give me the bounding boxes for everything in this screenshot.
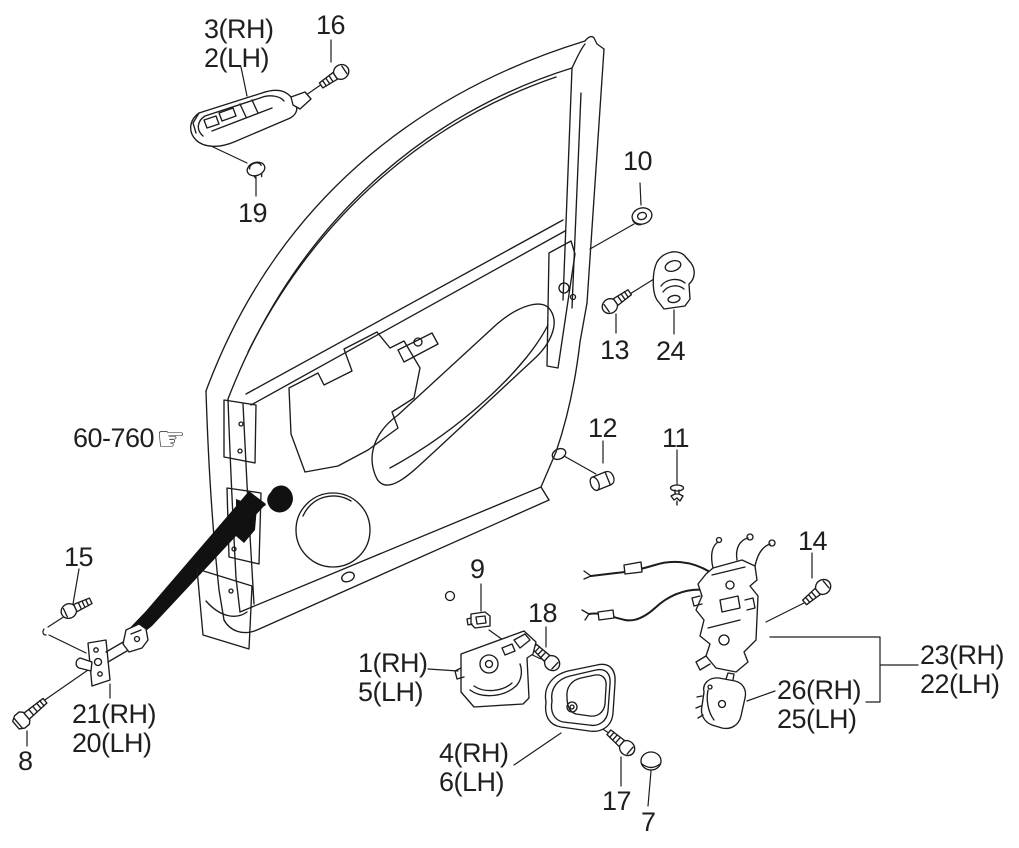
callout-7: 7 <box>641 807 656 837</box>
part-cap-7 <box>640 751 662 771</box>
part-handle-bezel <box>544 663 616 733</box>
part-clip-9 <box>466 611 491 629</box>
part-screw-16 <box>316 60 353 93</box>
pointing-hand-icon: ☞ <box>156 418 186 458</box>
callout-line: 26(RH) <box>777 675 862 705</box>
callout-inside-handle: 1(RH) 5(LH) <box>358 649 428 707</box>
callout-11: 11 <box>662 423 690 453</box>
callout-line: 23(RH) <box>920 640 1005 670</box>
callout-line: 5(LH) <box>358 677 424 707</box>
callout-24: 24 <box>656 336 686 366</box>
part-grommet-10 <box>631 207 653 226</box>
callout-lock-actuator: 26(RH) 25(LH) <box>777 675 862 734</box>
part-inside-handle <box>454 630 537 708</box>
callout-latch-assembly: 23(RH) 22(LH) <box>920 640 1005 699</box>
part-clip-11 <box>669 484 685 506</box>
callout-13: 13 <box>600 335 630 365</box>
callout-door-checker: 21(RH) 20(LH) <box>72 699 157 758</box>
callout-9: 9 <box>470 554 485 584</box>
part-door-checker <box>75 623 149 687</box>
callout-18: 18 <box>528 598 558 628</box>
callout-19: 19 <box>238 198 268 228</box>
part-bolt-8 <box>10 693 51 732</box>
callout-8: 8 <box>18 746 33 776</box>
ref-code: 60-760 <box>73 423 155 453</box>
callout-handle-bezel: 4(RH) 6(LH) <box>439 739 509 797</box>
part-lock-actuator <box>695 672 747 730</box>
callout-outside-handle: 3(RH) 2(LH) <box>204 15 274 73</box>
callout-line: 6(LH) <box>439 767 505 797</box>
leader-lines <box>26 39 919 807</box>
callout-line: 4(RH) <box>439 738 509 768</box>
part-grommet-19 <box>246 161 266 180</box>
part-plug-12 <box>589 470 615 492</box>
part-outside-handle <box>190 89 312 147</box>
callout-15: 15 <box>64 542 94 572</box>
part-bolt-13 <box>598 285 635 318</box>
part-striker-24 <box>652 251 695 310</box>
callout-line: 3(RH) <box>204 14 274 44</box>
callout-10: 10 <box>623 146 653 176</box>
callout-line: 1(RH) <box>358 648 428 678</box>
callout-16: 16 <box>316 10 346 40</box>
part-screw-15 <box>58 593 95 622</box>
part-screw-17 <box>603 726 639 760</box>
part-screw-14 <box>799 575 835 609</box>
door-shell <box>125 35 605 650</box>
part-latch-assembly <box>581 533 776 673</box>
callout-14: 14 <box>798 526 828 556</box>
callout-line: 22(LH) <box>920 669 1000 699</box>
callout-17: 17 <box>602 786 632 816</box>
callout-line: 25(LH) <box>777 704 857 734</box>
callout-line: 20(LH) <box>72 728 152 758</box>
ref-code-60-760: 60-760 ☞ <box>73 418 186 458</box>
callout-line: 2(LH) <box>204 43 270 73</box>
callout-12: 12 <box>588 413 618 443</box>
callout-line: 21(RH) <box>72 699 157 729</box>
